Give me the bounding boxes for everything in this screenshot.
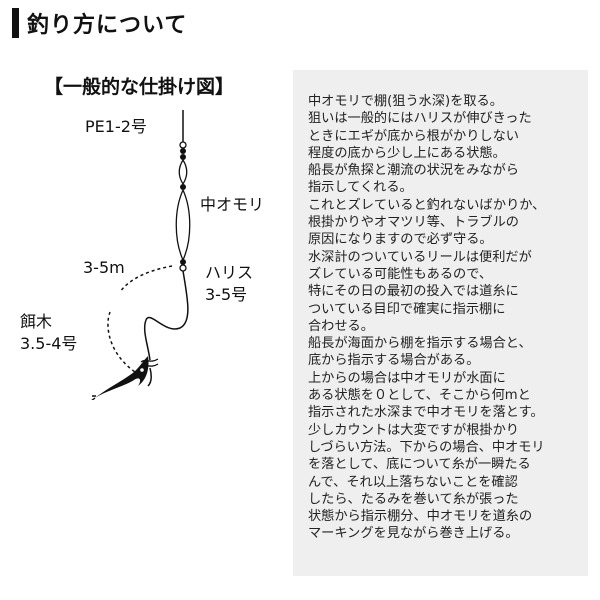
info-line: ズレている可能性もあるので、 [308, 266, 493, 282]
info-line: 船長が魚探と潮流の状況をみながら [308, 163, 519, 179]
info-line: ある状態を０として、そこから何mと [308, 388, 531, 404]
info-line: 合わせる。 [308, 318, 374, 334]
info-line: 状態から指示棚分、中オモリを道糸の [308, 509, 533, 525]
info-line: んで、それ以上落ちないことを確認 [308, 474, 518, 490]
info-line: 水深計のついているリールは便利だが [308, 249, 532, 265]
rig-line-drawing [91, 110, 191, 400]
label-main-line: PE1-2号 [85, 117, 147, 136]
label-length: 3-5m [83, 258, 125, 277]
info-line: ついている目印で確実に指示棚に [308, 301, 506, 317]
info-line: マーキングを見ながら巻き上げる。 [308, 526, 519, 542]
label-lure-size: 3.5-4号 [20, 334, 78, 353]
label-lure-name: 餌木 [20, 312, 53, 331]
info-panel: 中オモリで棚(狙う水深)を取る。狙いは一般的にはハリスが伸びきったときにエギが底… [293, 70, 588, 576]
info-line: これとズレていると釣れないばかりか、 [308, 197, 546, 213]
info-line: 狙いは一般的にはハリスが伸びきった [308, 111, 532, 127]
info-line: 指示された水深まで中オモリを落とす。 [308, 405, 544, 421]
sinker-icon [175, 189, 191, 262]
info-line: 少しカウントは大変ですが根掛かり [308, 422, 519, 438]
label-leader-size: 3-5号 [205, 285, 248, 304]
info-line: ときにエギが底から根がかりしない [308, 128, 519, 144]
info-text: 中オモリで棚(狙う水深)を取る。狙いは一般的にはハリスが伸びきったときにエギが底… [308, 93, 545, 543]
diagram-heading: 【一般的な仕掛け図】 [44, 76, 235, 98]
info-line: したら、たるみを巻いて糸が張った [308, 491, 519, 507]
section-title: 釣り方について [12, 8, 187, 38]
title-accent-bar [12, 8, 19, 38]
squid-jig-icon [91, 356, 149, 400]
info-line: 特にその日の最初の投入では道糸に [308, 284, 519, 300]
label-sinker: 中オモリ [200, 195, 265, 214]
info-line: 原因になりますので必ず守る。 [308, 232, 493, 248]
info-line: 程度の底から少し上にある状態。 [308, 145, 506, 161]
info-line: しづらい方法。下からの場合、中オモリ [308, 439, 545, 455]
section-title-text: 釣り方について [27, 13, 188, 38]
info-line: 中オモリで棚(狙う水深)を取る。 [308, 94, 503, 109]
info-line: 上からの場合は中オモリが水面に [308, 370, 506, 386]
rig-diagram: 【一般的な仕掛け図】 PE1-2号 中オモリ [0, 60, 290, 400]
label-leader-name: ハリス [205, 263, 254, 282]
swivel-icon [179, 141, 187, 160]
info-line: 指示してくれる。 [308, 180, 413, 196]
info-line: 底から指示する場合がある。 [308, 353, 480, 369]
info-line: を落として、底について糸が一瞬たる [308, 457, 531, 473]
info-line: 根掛かりやオマツリ等、トラブルの [308, 215, 519, 231]
info-line: 船長が海面から棚を指示する場合と、 [308, 336, 532, 352]
